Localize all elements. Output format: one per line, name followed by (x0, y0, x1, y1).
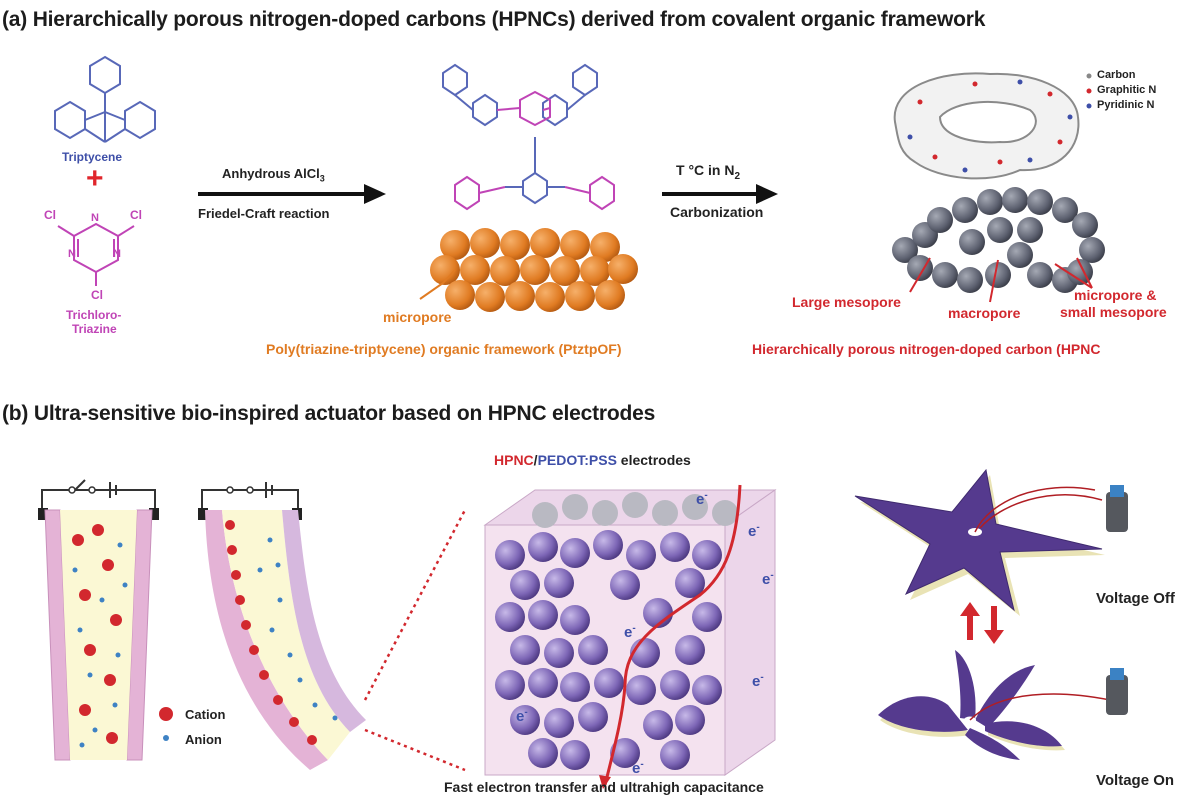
cl-atom-right: Cl (130, 208, 142, 222)
triazine-label-2: Triazine (72, 322, 117, 336)
voltage-on-label: Voltage On (1096, 772, 1175, 789)
macropore-label: macropore (948, 305, 1021, 321)
voltage-off-label: Voltage Off (1096, 590, 1175, 607)
triazine-label-1: Trichloro- (66, 308, 122, 322)
switch-arrows (960, 602, 1004, 644)
n-atom-right: N (113, 248, 121, 260)
reaction1-arrow (198, 184, 386, 204)
triptycene-label: Triptycene (62, 150, 123, 164)
framework-label: Poly(triazine-triptycene) organic framew… (266, 341, 622, 357)
legend-pyridinic-n: Pyridinic N (1097, 99, 1155, 111)
panel-b-title: (b) Ultra-sensitive bio-inspired actuato… (2, 402, 656, 425)
cation-label: Cation (185, 707, 226, 722)
legend-carbon: Carbon (1097, 69, 1136, 81)
electron-label-1: e- (696, 490, 708, 508)
ion-legend-markers (159, 707, 173, 741)
doped-carbon-network (893, 72, 1080, 180)
reaction2-type: Carbonization (670, 204, 764, 220)
triptycene-structure (54, 55, 156, 143)
star-actuator-on (878, 650, 1128, 760)
electron-label-5: e- (752, 672, 764, 690)
electron-label-2: e- (748, 522, 760, 540)
hpnc-electrode-cube (483, 484, 777, 789)
reaction2-arrow (662, 184, 778, 204)
bottom-caption: Fast electron transfer and ultrahigh cap… (444, 779, 764, 795)
electrodes-label: HPNC/PEDOT:PSS electrodes (494, 452, 691, 468)
legend-graphitic-n: Graphitic N (1097, 84, 1157, 96)
micropore-label: micropore (383, 309, 452, 325)
ptztpof-particle-stack (419, 228, 638, 312)
micropore-small-label-1: micropore & (1074, 287, 1157, 303)
n-atom-left: N (68, 248, 76, 260)
electron-label-7: e- (632, 759, 644, 777)
large-mesopore-label: Large mesopore (792, 294, 901, 310)
panel-a-title: (a) Hierarchically porous nitrogen-doped… (2, 8, 986, 31)
n-atom-top: N (91, 212, 99, 224)
electron-label-3: e- (762, 570, 774, 588)
hpnc-label: Hierarchically porous nitrogen-doped car… (752, 341, 1101, 357)
legend-markers (1086, 73, 1092, 109)
actuator-straight (38, 479, 159, 761)
star-actuator-off (854, 468, 1128, 616)
actuator-bent (198, 482, 366, 770)
plus-sign: + (86, 162, 104, 195)
electron-label-6: e- (516, 707, 528, 725)
triazine-structure (57, 222, 135, 286)
micropore-small-label-2: small mesopore (1060, 304, 1167, 320)
cl-atom-bottom: Cl (91, 288, 103, 302)
cof-molecule-structure (442, 63, 615, 211)
cl-atom-left: Cl (44, 208, 56, 222)
electron-label-4: e- (624, 623, 636, 641)
anion-label: Anion (185, 732, 222, 747)
hpnc-particle-network (892, 187, 1105, 303)
reaction1-conditions: Anhydrous AlCl3 (222, 166, 325, 184)
zoom-guide-lines (363, 509, 467, 772)
reaction2-conditions: T °C in N2 (676, 162, 741, 182)
reaction1-type: Friedel-Craft reaction (198, 206, 330, 221)
